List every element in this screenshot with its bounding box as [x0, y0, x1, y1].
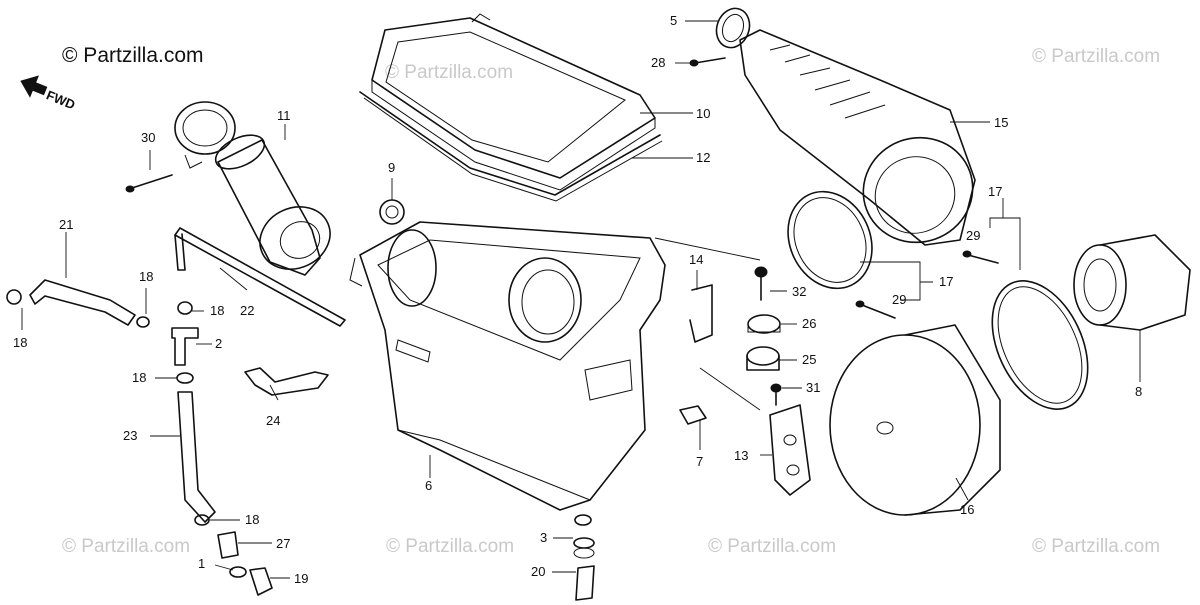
label-part-26: 26 — [802, 316, 816, 331]
part-7-nut — [679, 405, 707, 425]
band-clamp-upper-left — [174, 101, 236, 169]
label-part-19: 19 — [294, 571, 308, 586]
label-part-29-lower: 29 — [892, 292, 906, 307]
label-part-25: 25 — [802, 352, 816, 367]
part-15-funnel — [739, 29, 976, 246]
part-10-cover — [371, 13, 656, 191]
label-part-3: 3 — [540, 530, 547, 545]
part-26-cap — [747, 314, 781, 334]
label-part-27: 27 — [276, 536, 290, 551]
label-part-6: 6 — [425, 478, 432, 493]
part-16-filter-cover — [829, 324, 1001, 516]
fwd-label: FWD — [44, 87, 77, 112]
part-17-band-middle — [787, 190, 873, 290]
forward-direction-indicator: FWD — [20, 75, 77, 112]
label-part-17-lower: 17 — [939, 274, 953, 289]
copyright-text: © Partzilla.com — [62, 44, 204, 67]
label-part-14: 14 — [689, 252, 703, 267]
label-part-8: 8 — [1135, 384, 1142, 399]
part-31-bolt — [770, 383, 782, 406]
part-29-screw-middle — [855, 300, 896, 319]
watermark: © Partzilla.com — [708, 536, 836, 557]
label-part-31: 31 — [806, 380, 820, 395]
part-14-bracket — [689, 284, 713, 343]
part-20-tube — [575, 565, 595, 601]
label-part-1: 1 — [198, 556, 205, 571]
part-3-clip — [573, 537, 595, 559]
label-part-29-upper: 29 — [966, 228, 980, 243]
label-part-17-upper: 17 — [988, 184, 1002, 199]
part-19-cap — [249, 567, 273, 596]
part-28-screw — [689, 57, 726, 67]
label-part-18-c: 18 — [210, 303, 224, 318]
label-part-15: 15 — [994, 115, 1008, 130]
part-24-clip — [244, 367, 329, 396]
part-13-stay — [769, 404, 811, 496]
label-part-18-e: 18 — [245, 512, 259, 527]
part-27-joint — [217, 531, 239, 559]
label-part-23: 23 — [123, 428, 137, 443]
part-30-bolt — [125, 174, 173, 193]
leader-lines — [21, 20, 1141, 579]
label-part-18-a: 18 — [139, 269, 153, 284]
part-12-gasket — [359, 91, 663, 202]
label-part-16: 16 — [960, 502, 974, 517]
part-25-cushion — [746, 346, 780, 371]
watermark: © Partzilla.com — [386, 536, 514, 557]
part-8-element — [1073, 234, 1191, 331]
forward-arrow-icon — [20, 75, 48, 98]
label-part-7: 7 — [696, 454, 703, 469]
label-part-2: 2 — [215, 336, 222, 351]
label-part-12: 12 — [696, 150, 710, 165]
part-29-screw-right — [962, 250, 999, 264]
part-17-band-right — [991, 280, 1089, 410]
watermark: © Partzilla.com — [385, 62, 513, 83]
label-part-22: 22 — [240, 303, 254, 318]
part-32-bolt — [754, 266, 768, 301]
label-part-10: 10 — [696, 106, 710, 121]
label-part-5: 5 — [670, 13, 677, 28]
label-part-9: 9 — [388, 160, 395, 175]
label-part-13: 13 — [734, 448, 748, 463]
part-number-labels: 5 28 10 12 15 17 29 17 29 8 16 30 11 9 6… — [13, 13, 1142, 586]
watermarks: © Partzilla.com © Partzilla.com © Partzi… — [62, 46, 1160, 557]
part-6-case — [349, 221, 666, 526]
label-part-30: 30 — [141, 130, 155, 145]
part-9-grommet — [379, 199, 405, 225]
part-21-tube — [29, 279, 136, 326]
label-part-18-b: 18 — [13, 335, 27, 350]
label-part-11: 11 — [277, 108, 291, 123]
watermark: © Partzilla.com — [1032, 536, 1160, 557]
part-11-intake-tube — [214, 134, 331, 276]
watermark: © Partzilla.com — [62, 536, 190, 557]
part-2-joint — [171, 327, 199, 366]
part-23-hose — [177, 391, 216, 523]
part-22-tube — [174, 227, 346, 327]
label-part-32: 32 — [792, 284, 806, 299]
part-5-clamp — [715, 7, 751, 49]
label-part-20: 20 — [531, 564, 545, 579]
label-part-21: 21 — [59, 217, 73, 232]
label-part-28: 28 — [651, 55, 665, 70]
watermark: © Partzilla.com — [1032, 46, 1160, 67]
label-part-24: 24 — [266, 413, 280, 428]
label-part-18-d: 18 — [132, 370, 146, 385]
